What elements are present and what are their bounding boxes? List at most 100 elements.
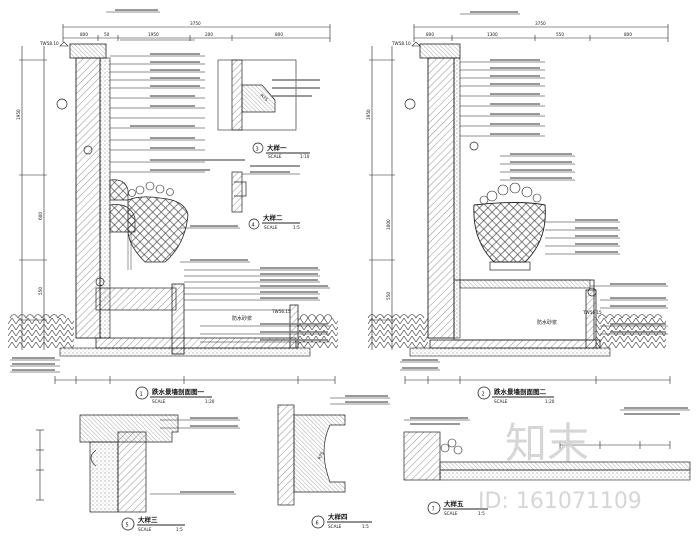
level-marker-icon	[411, 41, 421, 47]
dim-top-5: 800	[275, 32, 283, 37]
detail-six: R75 6 大样四 SCALE 1:5	[277, 395, 390, 529]
dim-top-2: 50	[104, 32, 110, 37]
ground-right	[298, 318, 338, 348]
annotation-text-blocks	[12, 9, 328, 371]
dim-side-2: 600	[38, 212, 43, 220]
detail-scale-value: 1:5	[176, 527, 183, 532]
detail-wall	[403, 431, 441, 481]
basin-upper	[109, 179, 129, 201]
detail-dimension-chain	[36, 429, 44, 501]
side-dimension-chain	[369, 46, 395, 350]
callout-icon	[587, 287, 597, 297]
pool-coping	[459, 279, 591, 289]
bottom-dimension-chain	[54, 376, 336, 384]
detail-annotations	[250, 165, 300, 173]
pool-ledge	[95, 287, 177, 311]
pool-basin	[453, 279, 595, 341]
detail-number: 4	[252, 223, 255, 229]
section-title: 跌水景墙剖面图一	[152, 387, 205, 396]
leader-lines	[10, 11, 330, 373]
ground-left	[368, 318, 428, 348]
ground-left	[8, 318, 74, 348]
detail-pier	[89, 441, 119, 513]
urn	[127, 196, 189, 263]
detail-number: 7	[432, 507, 435, 513]
detail-molding-profile	[293, 414, 346, 493]
column-cap	[69, 43, 107, 59]
detail-number: 3	[256, 147, 259, 153]
level-top: TW58.10	[39, 41, 59, 46]
callout-icon	[404, 98, 416, 110]
wall-veneer	[453, 57, 461, 339]
detail-scale: SCALE	[268, 154, 282, 159]
column-body	[427, 57, 455, 339]
top-dimension-chain	[62, 24, 331, 42]
detail-joint	[234, 181, 247, 197]
detail-radius: R75	[259, 93, 269, 102]
section-number-circle	[135, 386, 149, 400]
detail-title: 大样一	[267, 143, 287, 152]
side-dimension-chain	[19, 46, 47, 350]
annotation-text-blocks	[402, 11, 666, 369]
detail-title: 大样四	[328, 512, 348, 521]
detail-cap-stone	[79, 414, 179, 443]
plant-cluster-icon	[128, 181, 174, 197]
detail-scale-value: 1:5	[293, 225, 300, 230]
detail-scale: SCALE	[444, 511, 458, 516]
pool-label: 防水砂浆	[232, 315, 252, 322]
detail-seven: 7 大样五 SCALE 1:5	[403, 407, 691, 516]
section-number-circle	[477, 386, 491, 400]
leader-lines	[150, 419, 240, 495]
detail-number-circle	[121, 517, 135, 531]
watermark-id: ID: 161071109	[478, 489, 642, 514]
detail-number-circle	[427, 501, 441, 515]
level-top: TW58.10	[391, 41, 411, 46]
plant-cluster-icon	[479, 182, 542, 205]
section-scale-value: 1:20	[545, 399, 555, 404]
dim-side-2: 1000	[386, 219, 391, 230]
detail-title: 大样二	[263, 213, 283, 222]
level-water: TW56.15	[582, 310, 602, 315]
annotation-text-blocks	[410, 407, 688, 425]
level-water: TW56.15	[271, 309, 291, 314]
detail-title: 大样五	[444, 499, 464, 508]
section-number: 1	[140, 392, 143, 398]
dim-total: 3750	[535, 21, 546, 26]
detail-number-circle	[248, 218, 260, 230]
detail-five: 5 大样三 SCALE 1:5	[36, 414, 240, 532]
shrub-row-icon	[367, 314, 663, 319]
level-marker-icon	[59, 41, 69, 47]
detail-wall	[231, 59, 243, 131]
detail-annotations	[200, 79, 320, 161]
pool-label: 防水砂浆	[537, 319, 557, 326]
detail-scale: SCALE	[264, 225, 278, 230]
leader-lines	[330, 397, 390, 405]
section-two: 800 1300 550 800 3750 TW58.10 1950 1000 …	[366, 11, 671, 404]
dim-top-2: 1300	[487, 32, 498, 37]
shrub-row-icon	[9, 314, 333, 319]
dim-side-1: 1950	[366, 109, 371, 120]
callout-6-icon	[95, 277, 105, 287]
dim-top-1: 800	[426, 32, 434, 37]
gravel-base	[409, 347, 611, 357]
detail-three: R75 3 大样一 SCALE 1:10	[200, 59, 320, 161]
water-fall	[127, 232, 132, 270]
dim-total: 3750	[190, 21, 201, 26]
detail-scale: SCALE	[328, 524, 342, 529]
detail-wall	[231, 171, 243, 213]
detail-base	[439, 469, 691, 481]
detail-scale-value: 1:10	[300, 154, 310, 159]
detail-number-circle	[311, 515, 325, 529]
detail-scale: SCALE	[138, 527, 152, 532]
bottom-dimension-chain	[404, 376, 671, 384]
top-dimension-chain	[413, 24, 669, 42]
dim-top-4: 800	[624, 32, 632, 37]
detail-number: 6	[316, 521, 319, 527]
urn-base	[489, 261, 531, 271]
dim-top-1: 800	[80, 32, 88, 37]
detail-molding	[90, 449, 97, 467]
column-cap	[419, 43, 461, 59]
leader-lines	[404, 409, 690, 421]
section-scale: SCALE	[494, 399, 508, 404]
detail-number-circle	[252, 142, 264, 154]
